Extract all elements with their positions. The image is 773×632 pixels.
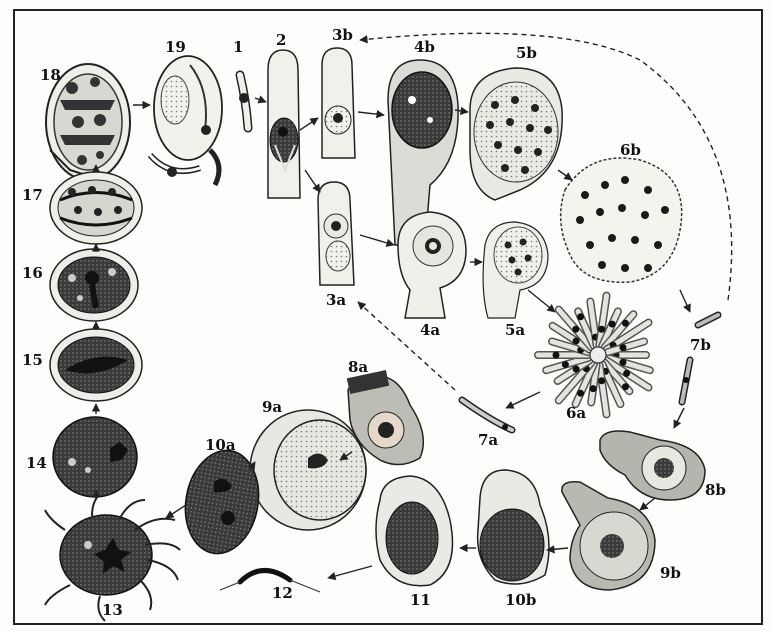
label-10a: 10a <box>205 436 236 454</box>
stage-7b-merozoites <box>682 315 718 402</box>
stage-12-zygote <box>220 570 320 592</box>
label-8a: 8a <box>348 358 368 376</box>
rosette-nucleus <box>577 390 584 397</box>
rosette-nucleus <box>598 377 605 384</box>
label-4b: 4b <box>414 38 435 56</box>
stage-6b-cell <box>561 158 682 282</box>
label-12: 12 <box>272 584 293 602</box>
label-7b: 7b <box>690 336 711 354</box>
stage-16-oocyst <box>50 249 138 321</box>
rosette-nucleus <box>622 320 629 327</box>
label-5b: 5b <box>516 44 537 62</box>
label-2: 2 <box>276 31 286 49</box>
label-10b: 10b <box>505 591 536 609</box>
label-7a: 7a <box>478 431 498 449</box>
stage-1-sporozoite <box>239 75 249 128</box>
stage-3a-cell <box>318 182 354 285</box>
stage-7a-merozoite <box>462 400 512 430</box>
stage-11-cell <box>376 476 453 586</box>
stage-17-oocyst <box>50 172 142 244</box>
stage-9b-cell <box>562 482 655 590</box>
stage-6a-rosette <box>538 296 650 415</box>
stage-8b-cell <box>600 431 705 500</box>
rosette-nucleus <box>577 313 584 320</box>
stage-9a-cell <box>250 410 366 530</box>
rosette-nucleus <box>590 385 597 392</box>
stage-15-oocyst <box>50 329 142 401</box>
stage-19-ookinete-release <box>150 56 222 185</box>
rosette-nucleus <box>609 321 616 328</box>
rosette-nucleus <box>572 326 579 333</box>
label-17: 17 <box>22 186 43 204</box>
label-4a: 4a <box>420 321 440 339</box>
label-16: 16 <box>22 264 43 282</box>
label-14: 14 <box>26 454 47 472</box>
stage-14-oocyst <box>53 417 137 497</box>
label-9a: 9a <box>262 398 282 416</box>
label-18: 18 <box>40 66 61 84</box>
stage-2-cell <box>268 50 300 198</box>
label-15: 15 <box>22 351 43 369</box>
rosette-nucleus <box>573 366 580 373</box>
label-19: 19 <box>165 38 186 56</box>
label-5a: 5a <box>505 321 525 339</box>
label-6a: 6a <box>566 404 586 422</box>
rosette-nucleus <box>553 352 560 359</box>
label-13: 13 <box>102 601 123 619</box>
label-6b: 6b <box>620 141 641 159</box>
label-3b: 3b <box>332 26 353 44</box>
rosette-nucleus <box>598 326 605 333</box>
stage-4a-cell <box>398 212 466 318</box>
rosette-nucleus <box>622 383 629 390</box>
rosette-nucleus <box>619 344 626 351</box>
label-8b: 8b <box>705 481 726 499</box>
label-1: 1 <box>233 38 243 56</box>
stage-10b-cell <box>478 470 549 584</box>
rosette-center <box>590 347 606 363</box>
stage-5b-cell <box>470 68 562 200</box>
rosette-nucleus <box>623 370 630 377</box>
label-9b: 9b <box>660 564 681 582</box>
label-3a: 3a <box>326 291 346 309</box>
label-11: 11 <box>410 591 431 609</box>
rosette-nucleus <box>562 361 569 368</box>
stage-5a-cell <box>483 222 548 318</box>
stage-3b-cell <box>322 48 355 158</box>
